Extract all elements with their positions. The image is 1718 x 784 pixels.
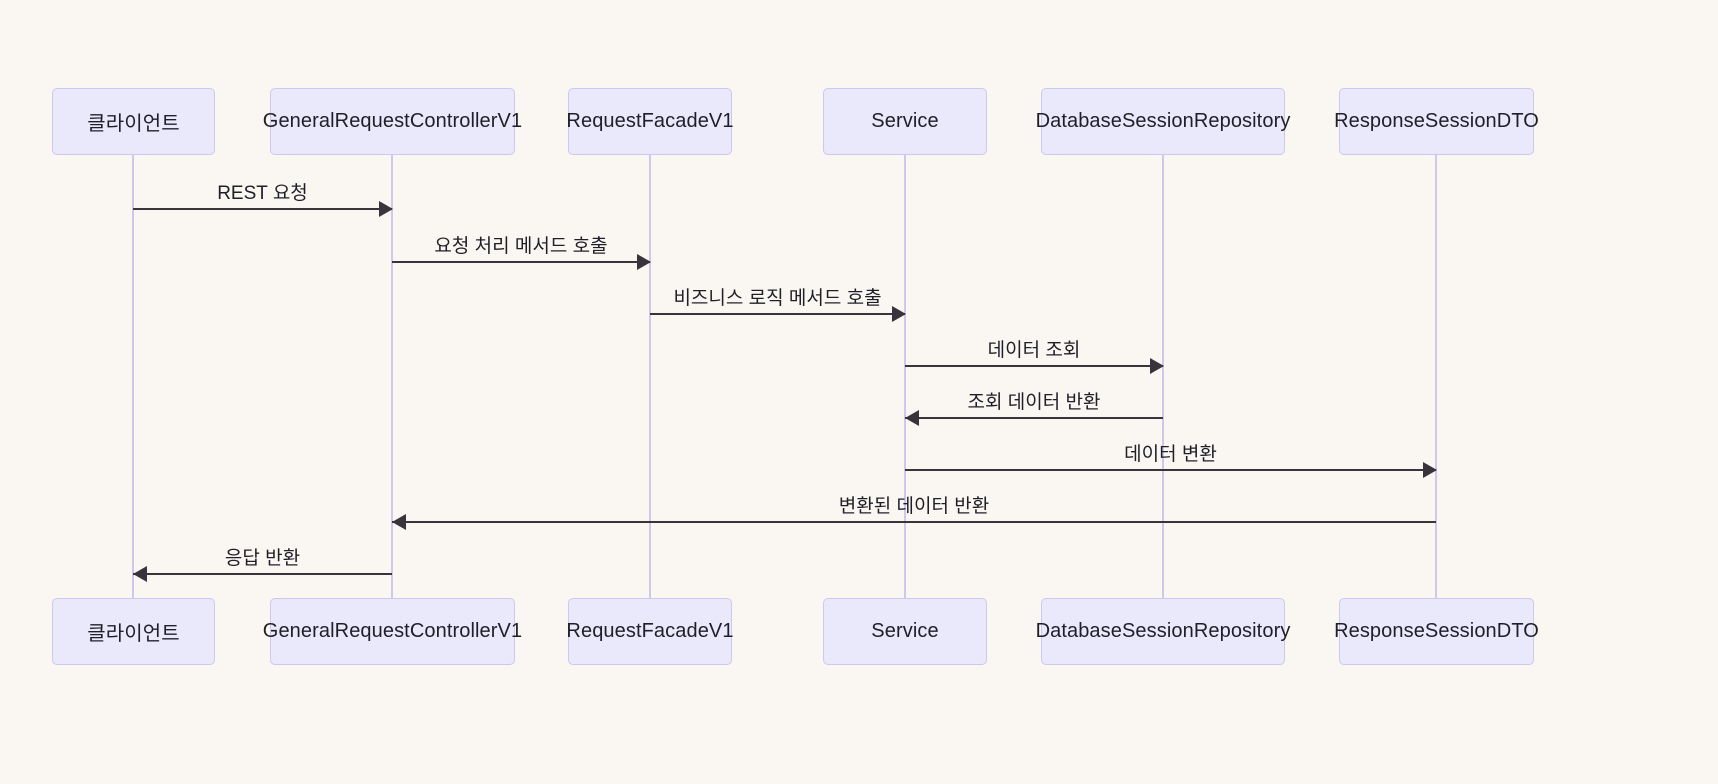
participant-label: RequestFacadeV1 xyxy=(566,620,734,642)
participant-label: GeneralRequestControllerV1 xyxy=(262,620,523,642)
participant-label: Service xyxy=(871,620,939,642)
participant-top-facade[interactable]: RequestFacadeV1 xyxy=(566,88,734,155)
lifeline-facade xyxy=(649,155,651,598)
participant-bottom-facade[interactable]: RequestFacadeV1 xyxy=(566,598,734,665)
participant-label: 클라이언트 xyxy=(87,623,180,645)
participant-label: 클라이언트 xyxy=(87,113,180,135)
participant-bottom-service[interactable]: Service xyxy=(823,598,987,665)
message-label: REST 요청 xyxy=(217,183,308,204)
participant-bottom-client[interactable]: 클라이언트 xyxy=(52,598,215,665)
message-arrowhead-left xyxy=(392,514,406,530)
message-arrowhead-right xyxy=(1423,462,1437,478)
message-line xyxy=(392,521,1436,523)
message-line xyxy=(905,365,1163,367)
message-label: 조회 데이터 반환 xyxy=(967,392,1101,413)
message-label: 변환된 데이터 반환 xyxy=(838,496,990,517)
lifeline-repository xyxy=(1162,155,1164,598)
message-label: 요청 처리 메서드 호출 xyxy=(434,236,608,257)
lifeline-controller xyxy=(391,155,393,598)
message-line xyxy=(650,313,905,315)
message-arrowhead-right xyxy=(1150,358,1164,374)
participant-label: RequestFacadeV1 xyxy=(566,110,734,132)
message-label: 데이터 변환 xyxy=(1124,444,1217,465)
lifeline-client xyxy=(132,155,134,598)
message-arrowhead-left xyxy=(133,566,147,582)
message-arrowhead-right xyxy=(637,254,651,270)
message-line xyxy=(133,208,392,210)
message-line xyxy=(392,261,650,263)
lifeline-dto xyxy=(1435,155,1437,598)
participant-bottom-dto[interactable]: ResponseSessionDTO xyxy=(1334,598,1539,665)
participant-top-dto[interactable]: ResponseSessionDTO xyxy=(1334,88,1539,155)
participant-top-repository[interactable]: DatabaseSessionRepository xyxy=(1036,88,1290,155)
message-arrowhead-right xyxy=(379,201,393,217)
participant-label: Service xyxy=(871,110,939,132)
participant-label: DatabaseSessionRepository xyxy=(1035,110,1291,132)
lifeline-service xyxy=(904,155,906,598)
participant-label: ResponseSessionDTO xyxy=(1334,620,1539,642)
message-line xyxy=(905,469,1436,471)
participant-top-service[interactable]: Service xyxy=(823,88,987,155)
message-label: 데이터 조회 xyxy=(987,340,1081,361)
participant-top-controller[interactable]: GeneralRequestControllerV1 xyxy=(263,88,522,155)
message-arrowhead-left xyxy=(905,410,919,426)
participant-top-client[interactable]: 클라이언트 xyxy=(52,88,215,155)
message-line xyxy=(133,573,392,575)
message-arrowhead-right xyxy=(892,306,906,322)
participant-bottom-repository[interactable]: DatabaseSessionRepository xyxy=(1036,598,1290,665)
participant-bottom-controller[interactable]: GeneralRequestControllerV1 xyxy=(263,598,522,665)
participant-label: ResponseSessionDTO xyxy=(1334,110,1539,132)
message-label: 비즈니스 로직 메서드 호출 xyxy=(673,288,882,309)
message-label: 응답 반환 xyxy=(224,548,301,569)
participant-label: GeneralRequestControllerV1 xyxy=(262,110,523,132)
message-line xyxy=(905,417,1163,419)
participant-label: DatabaseSessionRepository xyxy=(1035,620,1291,642)
